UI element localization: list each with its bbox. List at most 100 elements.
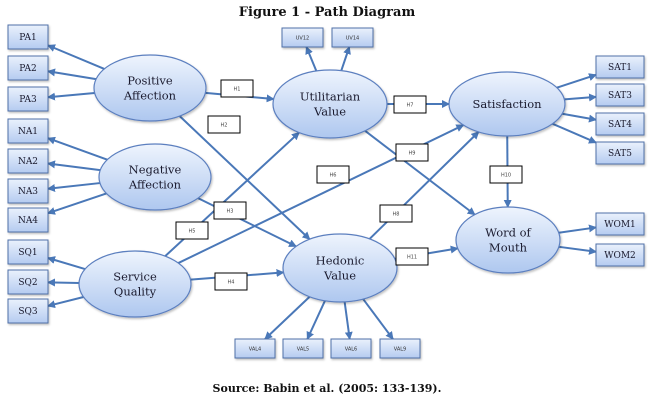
loading-arrow-wom2: [558, 245, 597, 255]
hypothesis-box: [207, 115, 241, 134]
hypothesis-box: [379, 204, 413, 223]
indicator-na4: NA4: [7, 207, 49, 233]
indicator-box: [595, 243, 645, 267]
latent-sat: Satisfaction: [448, 71, 566, 137]
indicator-box: [595, 55, 645, 79]
indicator-box: [234, 338, 276, 359]
hypothesis-h1: H1: [220, 79, 254, 98]
hypothesis-label: H9: [409, 151, 416, 157]
latent-label: Word of: [485, 226, 531, 240]
indicator-label: PA3: [19, 95, 37, 105]
indicator-label: SAT4: [608, 120, 632, 130]
latent-ellipse: [93, 54, 207, 122]
latent-ellipse: [78, 250, 192, 318]
indicator-box: [7, 298, 49, 324]
indicator-label: SQ3: [18, 307, 38, 317]
indicator-label: VAL5: [297, 347, 310, 353]
indicator-box: [7, 118, 49, 144]
nodes-layer: PositiveAffectionNegativeAffectionServic…: [7, 24, 645, 359]
hypothesis-h9: H9: [395, 143, 429, 162]
edges-layer: [47, 44, 597, 340]
indicator-label: PA2: [19, 64, 36, 74]
indicator-box: [331, 27, 374, 48]
indicator-na3: NA3: [7, 178, 49, 204]
indicator-box: [7, 24, 49, 50]
loading-arrow-uv14: [340, 46, 351, 71]
hypothesis-h3: H3: [213, 201, 247, 220]
latent-label: Utilitarian: [300, 90, 361, 104]
loading-arrow-sat1: [556, 73, 597, 89]
loading-arrow-val6: [343, 301, 353, 340]
indicator-uv12: UV12: [281, 27, 324, 48]
path-arrow-h9: [364, 130, 476, 216]
loading-arrow-wom1: [558, 224, 597, 234]
hypothesis-label: H4: [228, 280, 235, 286]
loading-arrow-na2: [47, 160, 101, 172]
indicator-box: [7, 178, 49, 204]
indicator-label: NA2: [18, 157, 38, 167]
latent-label: Affection: [128, 178, 182, 192]
indicator-box: [7, 55, 49, 81]
path-arrow-h2: [178, 115, 311, 240]
indicator-box: [281, 27, 324, 48]
loading-arrow-pa2: [47, 68, 97, 81]
latent-ellipse: [98, 143, 212, 211]
hypothesis-h5: H5: [175, 221, 209, 240]
indicator-box: [379, 338, 421, 359]
indicator-label: SQ1: [18, 248, 37, 258]
indicator-box: [595, 141, 645, 165]
loading-arrow-pa3: [47, 91, 95, 101]
latent-label: Quality: [114, 285, 157, 299]
loading-arrow-sq2: [47, 278, 80, 287]
latent-label: Value: [313, 105, 346, 119]
hypothesis-box: [489, 165, 523, 184]
indicator-box: [7, 239, 49, 265]
hypothesis-label: H3: [227, 209, 234, 215]
hypothesis-label: H1: [234, 87, 241, 93]
latent-ellipse: [455, 206, 561, 274]
indicator-box: [595, 212, 645, 236]
loading-arrow-sq3: [47, 296, 84, 309]
hypothesis-label: H8: [393, 212, 400, 218]
hypothesis-h7: H7: [393, 95, 427, 114]
loading-arrow-pa1: [47, 44, 105, 70]
latent-ellipse: [282, 233, 398, 303]
indicator-box: [7, 86, 49, 112]
indicator-pa1: PA1: [7, 24, 49, 50]
hypothesis-box: [395, 247, 429, 266]
loading-arrow-sat5: [552, 122, 597, 144]
hypothesis-h10: H10: [489, 165, 523, 184]
indicator-label: UV12: [296, 36, 309, 42]
loading-arrow-sat3: [564, 93, 597, 102]
indicator-uv14: UV14: [331, 27, 374, 48]
latent-label: Affection: [123, 89, 177, 103]
indicator-val6: VAL6: [330, 338, 372, 359]
indicator-pa3: PA3: [7, 86, 49, 112]
indicator-label: SAT3: [608, 91, 632, 101]
loading-arrow-val5: [306, 300, 326, 340]
latent-ellipse: [272, 69, 388, 139]
indicator-label: WOM1: [604, 220, 636, 230]
indicator-sat4: SAT4: [595, 112, 645, 136]
indicator-box: [7, 148, 49, 174]
loading-arrow-val9: [362, 298, 394, 340]
hypothesis-box: [213, 201, 247, 220]
loading-arrow-sat4: [562, 112, 597, 123]
indicator-label: SQ2: [18, 278, 37, 288]
hypothesis-h4: H4: [214, 272, 248, 291]
indicator-label: VAL9: [394, 347, 407, 353]
loading-arrow-na3: [47, 182, 101, 193]
latent-label: Mouth: [489, 241, 528, 255]
indicator-wom1: WOM1: [595, 212, 645, 236]
hypothesis-h6: H6: [316, 165, 350, 184]
hypothesis-h8: H8: [379, 204, 413, 223]
indicator-na2: NA2: [7, 148, 49, 174]
indicator-label: WOM2: [604, 251, 636, 261]
indicator-sat1: SAT1: [595, 55, 645, 79]
indicator-box: [595, 112, 645, 136]
